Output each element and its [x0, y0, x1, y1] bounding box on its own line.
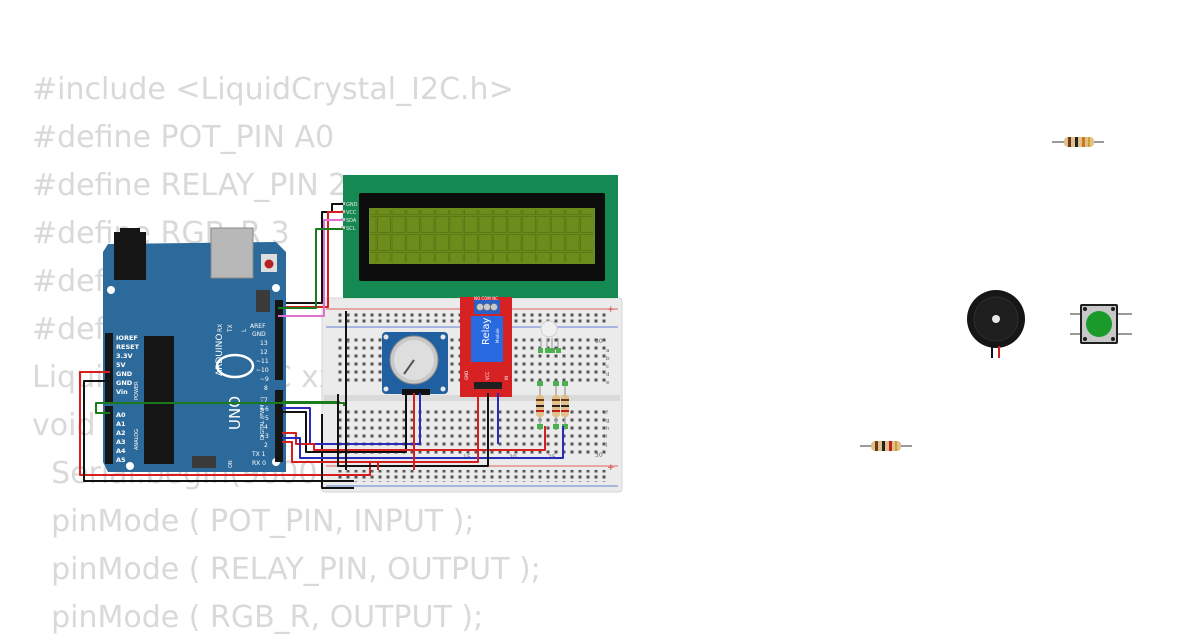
power-header-label: POWER	[134, 381, 140, 400]
relay-pin-label: GND	[464, 371, 469, 380]
analog-pin-label: A2	[116, 429, 126, 437]
wire-blue	[282, 426, 564, 459]
relay-module[interactable]: NO COM NC Relay Module GND VCC IN	[460, 296, 512, 397]
digital-pin-label: ~5	[260, 415, 269, 422]
digital-pin-label: 4	[264, 424, 268, 431]
analog-pin-label: A4	[116, 447, 126, 455]
code-line: pinMode ( POT_PIN, INPUT );	[32, 504, 475, 539]
board-model: UNO	[226, 396, 244, 430]
digital-pin-label: RX 0	[252, 460, 266, 467]
power-pin-label: GND	[116, 379, 133, 387]
bb-col-label: 30	[595, 452, 603, 459]
bb-row-label: h	[606, 426, 610, 432]
on-led-label: ON	[228, 460, 234, 468]
led-label: RX	[217, 324, 224, 332]
bb-row-label: g	[606, 418, 610, 424]
code-line: #define POT_PIN A0	[32, 120, 335, 155]
analog-pin-label: A3	[116, 438, 126, 446]
board-brand: ARDUINO	[215, 334, 225, 376]
digital-header-label: DIGITAL (PWM ~)	[260, 397, 266, 440]
resistor[interactable]	[536, 384, 544, 426]
wire-red	[286, 211, 343, 308]
bb-row-label: d	[606, 372, 610, 378]
digital-pin-label: TX 1	[251, 451, 266, 458]
relay-pin-label: IN	[504, 376, 509, 380]
code-line: #include <LiquidCrystal_I2C.h>	[32, 72, 514, 107]
lcd-pin-label: GND	[346, 202, 358, 208]
power-pin-label: GND	[116, 370, 133, 378]
resistor[interactable]	[860, 441, 912, 451]
potentiometer[interactable]	[382, 332, 448, 395]
led-label: L	[241, 328, 248, 332]
relay-top-pins: NO COM NC	[474, 296, 498, 301]
bb-row-label: e	[606, 380, 610, 386]
rgb-led[interactable]	[538, 320, 561, 353]
digital-pin-label: 7	[264, 397, 268, 404]
led-label: TX	[227, 324, 234, 333]
wire-pink	[278, 219, 343, 317]
wire-black	[286, 203, 343, 304]
bb-row-label: a	[606, 348, 609, 354]
wire-red	[282, 393, 479, 463]
wire-black	[83, 380, 354, 482]
relay-label: Relay	[481, 317, 492, 345]
analog-header-label: ANALOG	[134, 429, 140, 450]
bb-row-label: b	[606, 356, 610, 362]
digital-pin-label: GND	[252, 331, 266, 338]
digital-pin-label: 8	[264, 385, 268, 392]
power-pin-label: 3.3V	[116, 352, 133, 360]
pushbutton[interactable]	[1070, 304, 1132, 344]
code-line: pinMode ( RELAY_PIN, OUTPUT );	[32, 552, 541, 587]
relay-pin-label: VCC	[485, 371, 490, 380]
wires[interactable]	[79, 203, 564, 489]
digital-pin-label: ~11	[256, 358, 269, 365]
wire-green	[95, 402, 345, 414]
svg-text:+: +	[607, 305, 615, 315]
power-pin-label: IOREF	[116, 334, 138, 342]
resistor[interactable]	[1052, 137, 1104, 147]
lcd-pin-label: SCL	[346, 226, 356, 232]
analog-pin-label: A0	[116, 411, 126, 419]
code-line: #define RELAY_PIN 2	[32, 168, 348, 203]
bb-row-label: i	[606, 434, 608, 440]
lcd-pin-label: VCC	[346, 210, 357, 216]
lcd-pin-label: SDA	[346, 218, 357, 224]
digital-pin-label: 12	[260, 349, 268, 356]
analog-pin-label: A5	[116, 456, 126, 464]
bb-row-label: f	[606, 410, 609, 416]
digital-pin-label: ~10	[256, 367, 269, 374]
digital-pin-label: ~9	[260, 376, 269, 383]
bb-row-label: c	[606, 364, 609, 370]
digital-pin-label: AREF	[250, 323, 266, 330]
bb-row-label: j	[605, 442, 608, 448]
power-pin-label: Vin	[116, 388, 128, 396]
wire-green	[278, 228, 343, 309]
relay-sub-label: Module	[495, 328, 500, 343]
bb-col-label: 30	[595, 338, 603, 345]
digital-pin-label: 13	[260, 340, 268, 347]
buzzer[interactable]	[967, 290, 1025, 358]
digital-pin-label: ~3	[260, 433, 269, 440]
lcd-display[interactable]: GND VCC SDA SCL	[341, 175, 618, 298]
resistor[interactable]	[561, 384, 569, 426]
bb-col-label: 1	[346, 338, 350, 345]
wire-black	[321, 414, 354, 489]
wire-red	[79, 371, 371, 476]
arduino-uno[interactable]: ARDUINO UNO IOREF RESET 3.3V 5V GND GND …	[103, 227, 286, 472]
code-line: pinMode ( RGB_R, OUTPUT );	[32, 600, 484, 635]
analog-pin-label: A1	[116, 420, 126, 428]
svg-text:+: +	[607, 463, 615, 473]
wire-red	[282, 426, 546, 451]
digital-pin-label: 2	[264, 442, 268, 449]
digital-pin-label: ~6	[260, 406, 269, 413]
wire-black	[282, 393, 407, 453]
power-pin-label: 5V	[116, 361, 126, 369]
resistor[interactable]	[552, 384, 560, 426]
power-pin-label: RESET	[116, 343, 140, 351]
